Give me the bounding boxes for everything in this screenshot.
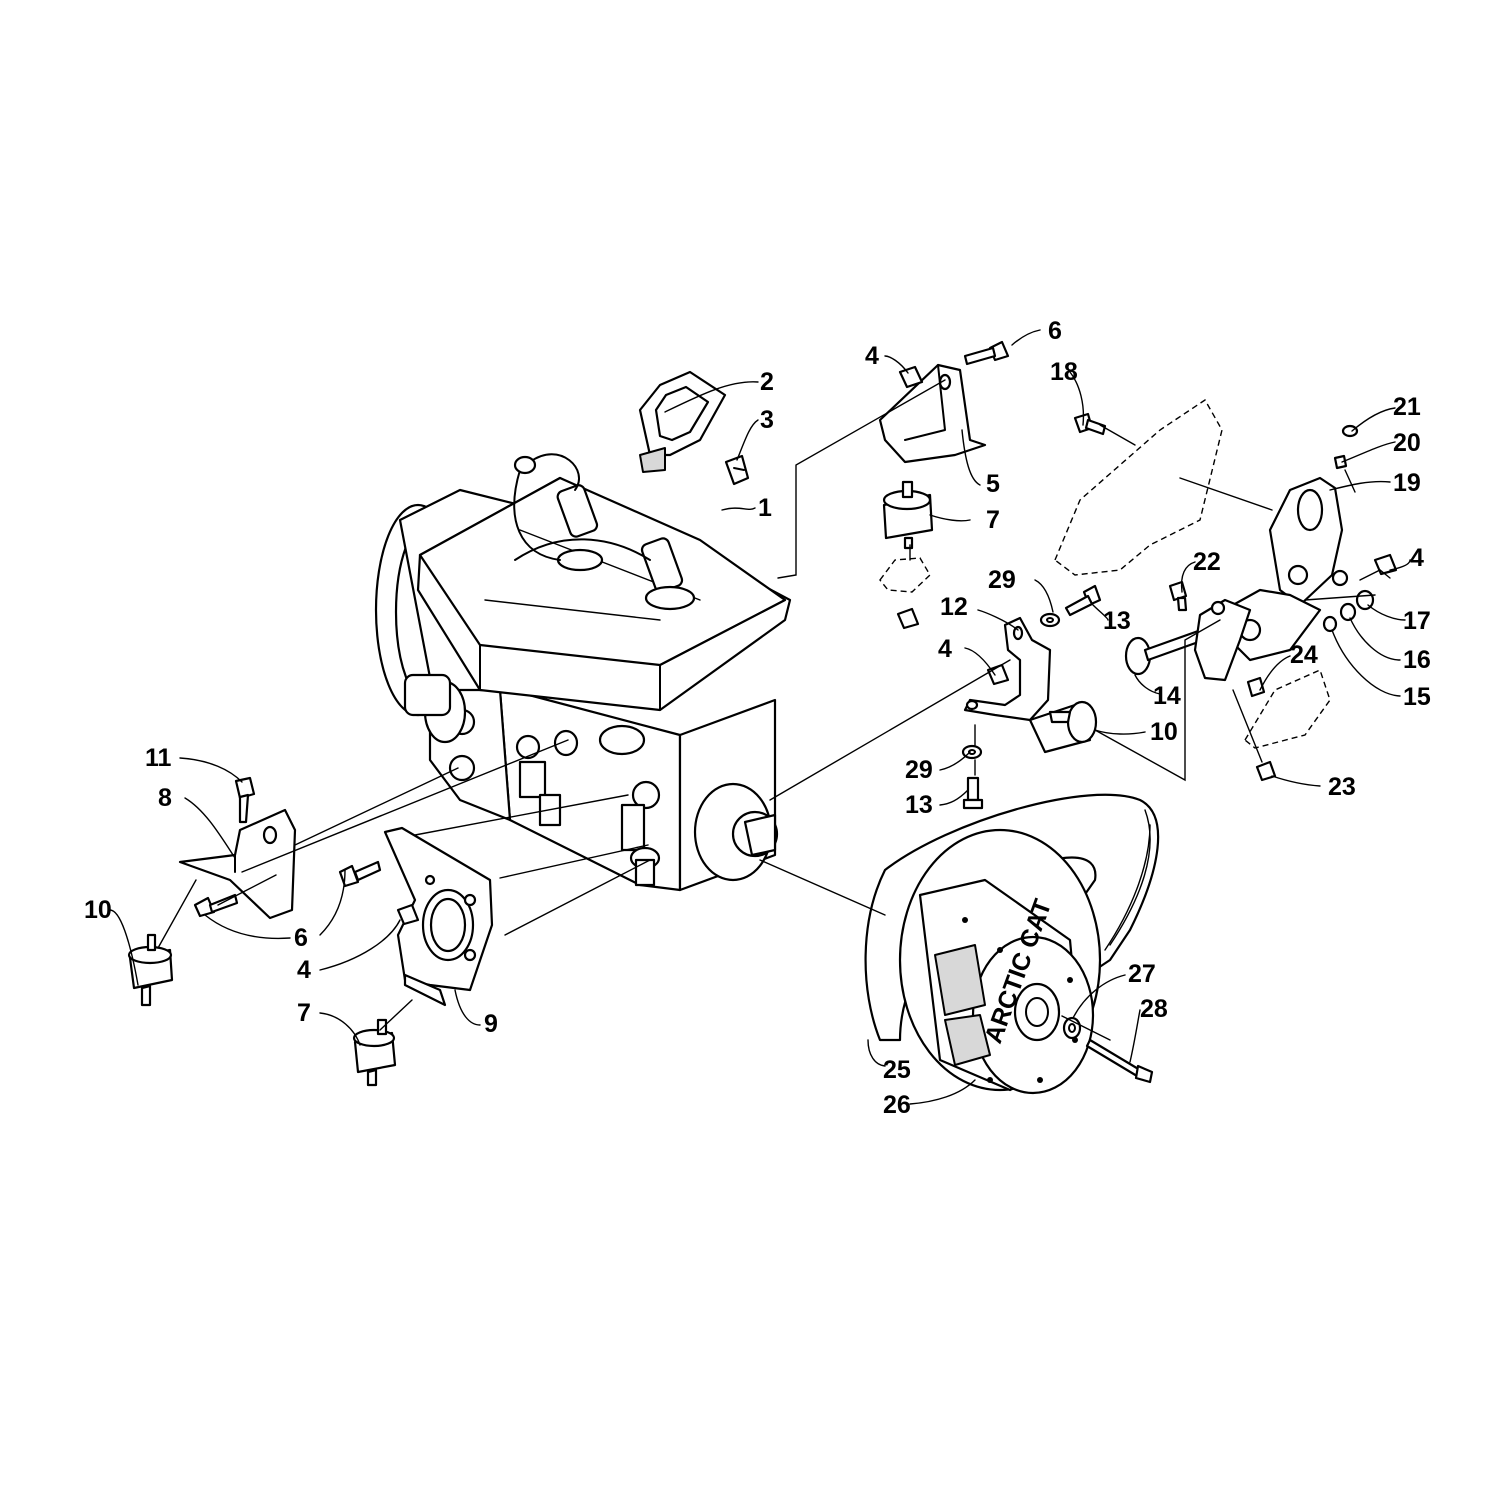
- callout-4-mid: 4: [938, 635, 952, 663]
- callout-25: 25: [883, 1056, 911, 1084]
- part-18-bolt: [1073, 412, 1107, 436]
- part-10-mount-right: [1028, 700, 1098, 754]
- dashed-shield-upper: [1054, 399, 1223, 576]
- callout-21: 21: [1393, 393, 1421, 421]
- callout-14: 14: [1153, 682, 1181, 710]
- part-lever: [1193, 598, 1252, 682]
- part-4-nut-front: [396, 903, 420, 926]
- part-19-caliper-bracket: [1213, 476, 1349, 662]
- part-4-nut-mid: [896, 607, 920, 630]
- part-4-nut-top: [898, 365, 924, 389]
- callout-13-top: 13: [1103, 607, 1131, 635]
- part-23-nut: [1255, 760, 1277, 782]
- alignment-lines: [157, 379, 1391, 1041]
- part-15-washer: [1322, 615, 1338, 633]
- callout-22: 22: [1193, 548, 1221, 576]
- part-11-bolt: [234, 776, 256, 824]
- part-6-bolt-top: [963, 340, 1010, 366]
- callout-6-top: 6: [1048, 317, 1062, 345]
- callout-7-top: 7: [986, 506, 1000, 534]
- callout-20: 20: [1393, 429, 1421, 457]
- part-28-bolt: [1085, 1038, 1154, 1084]
- callout-7-front: 7: [297, 999, 311, 1027]
- callout-4-right: 4: [1410, 544, 1424, 572]
- callout-28: 28: [1140, 995, 1168, 1023]
- callout-12: 12: [940, 593, 968, 621]
- part-21-cap: [1341, 424, 1359, 438]
- part-12-bracket: [963, 616, 1052, 722]
- callout-23: 23: [1328, 773, 1356, 801]
- leader-lines: [109, 329, 1411, 1105]
- part-7-mount-front: [352, 1018, 397, 1087]
- callout-labels: 1 2 3 4 4 4 4 5 6 6 7 7 8 9 10 10 11 12 …: [84, 317, 1431, 1119]
- part-4-nut-12: [986, 663, 1010, 686]
- callout-26: 26: [883, 1091, 911, 1119]
- callout-24: 24: [1290, 641, 1318, 669]
- part-9-bracket: [383, 826, 494, 1007]
- part-5-bracket: [878, 363, 987, 464]
- part-10-mount-left: [127, 933, 174, 1007]
- callout-10-right: 10: [1150, 718, 1178, 746]
- part-22-bolt: [1168, 580, 1188, 612]
- callout-6-left: 6: [294, 924, 308, 952]
- callout-19: 19: [1393, 469, 1421, 497]
- part-20-fitting: [1333, 454, 1348, 470]
- callout-13-bottom: 13: [905, 791, 933, 819]
- part-3-clip: [724, 454, 750, 486]
- part-16-washer: [1339, 602, 1357, 622]
- callout-29-bottom: 29: [905, 756, 933, 784]
- part-2-handle: [638, 370, 727, 473]
- callout-4-front: 4: [297, 956, 311, 984]
- engine-assembly: [374, 453, 792, 892]
- callout-4-top: 4: [865, 342, 879, 370]
- part-13-bolt-top: [1064, 584, 1102, 617]
- part-24-bolt: [1246, 676, 1266, 698]
- callout-18: 18: [1050, 358, 1078, 386]
- part-13-bolt-bottom: [962, 776, 984, 810]
- callout-10-left: 10: [84, 896, 112, 924]
- callout-3: 3: [760, 406, 774, 434]
- callout-29-top: 29: [988, 566, 1016, 594]
- part-29-washer-top: [1039, 612, 1061, 628]
- part-dashed-washer: [879, 557, 931, 593]
- callout-5: 5: [986, 470, 1000, 498]
- callout-9: 9: [484, 1010, 498, 1038]
- callout-17: 17: [1403, 607, 1431, 635]
- callout-1: 1: [758, 494, 772, 522]
- dashed-shield-lower: [1244, 669, 1331, 749]
- callout-15: 15: [1403, 683, 1431, 711]
- callout-8: 8: [158, 784, 172, 812]
- part-7-mount-top: [882, 480, 934, 550]
- callout-11: 11: [145, 744, 172, 772]
- part-6-bolt-front: [338, 860, 382, 888]
- callout-27: 27: [1128, 960, 1156, 988]
- callout-16: 16: [1403, 646, 1431, 674]
- callout-2: 2: [760, 368, 774, 396]
- part-26-drive-clutch: ARCTIC CAT: [898, 828, 1102, 1095]
